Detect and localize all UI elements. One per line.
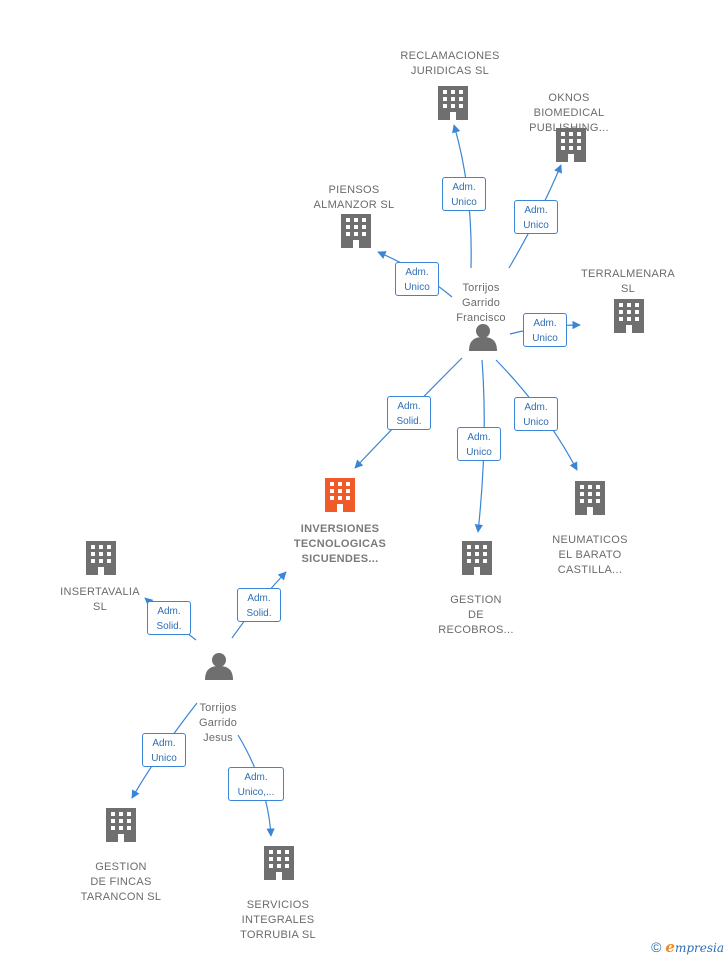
building-icon-insertavalia[interactable] [86, 541, 116, 575]
edge-label-jesus-to-insertavalia[interactable]: Adm. Solid. [147, 601, 191, 635]
person-icon-francisco[interactable] [469, 324, 497, 351]
building-icon-reclamaciones[interactable] [438, 86, 468, 120]
copyright-symbol: © [651, 939, 662, 955]
node-label-servicios[interactable]: SERVICIOS INTEGRALES TORRUBIA SL [240, 899, 316, 941]
building-icon-inversiones[interactable] [325, 478, 355, 512]
footer: ©empresia [651, 938, 724, 956]
node-label-piensos[interactable]: PIENSOS ALMANZOR SL [313, 184, 395, 211]
edge-label-jesus-to-gestion_fincas[interactable]: Adm. Unico [142, 733, 186, 767]
edge-label-francisco-to-inversiones[interactable]: Adm. Solid. [387, 396, 431, 430]
node-label-francisco[interactable]: Torrijos Garrido Francisco [456, 282, 506, 324]
building-icon-neumaticos[interactable] [575, 481, 605, 515]
node-label-reclamaciones[interactable]: RECLAMACIONES JURIDICAS SL [400, 50, 500, 77]
building-icon-terralmenara[interactable] [614, 299, 644, 333]
edge-label-francisco-to-piensos[interactable]: Adm. Unico [395, 262, 439, 296]
node-label-insertavalia[interactable]: INSERTAVALIA SL [60, 586, 140, 613]
node-label-neumaticos[interactable]: NEUMATICOS EL BARATO CASTILLA... [552, 534, 628, 576]
edge-label-francisco-to-neumaticos[interactable]: Adm. Unico [514, 397, 558, 431]
node-label-gestion_recobros[interactable]: GESTION DE RECOBROS... [438, 594, 514, 636]
person-icon-jesus[interactable] [205, 653, 233, 680]
edge-label-francisco-to-oknos[interactable]: Adm. Unico [514, 200, 558, 234]
edge-label-jesus-to-servicios[interactable]: Adm. Unico,... [228, 767, 284, 801]
building-icon-servicios[interactable] [264, 846, 294, 880]
node-label-inversiones[interactable]: INVERSIONES TECNOLOGICAS SICUENDES... [293, 523, 387, 565]
edge-label-jesus-to-inversiones[interactable]: Adm. Solid. [237, 588, 281, 622]
node-label-oknos[interactable]: OKNOS BIOMEDICAL PUBLISHING... [529, 92, 609, 134]
brand-name: mpresia [674, 941, 724, 955]
node-label-gestion_fincas[interactable]: GESTION DE FINCAS TARANCON SL [80, 861, 162, 903]
building-icon-gestion_recobros[interactable] [462, 541, 492, 575]
edge-label-francisco-to-gestion_recobros[interactable]: Adm. Unico [457, 427, 501, 461]
building-icon-gestion_fincas[interactable] [106, 808, 136, 842]
building-icon-piensos[interactable] [341, 214, 371, 248]
brand-initial: e [665, 938, 675, 956]
edge-label-francisco-to-reclamaciones[interactable]: Adm. Unico [442, 177, 486, 211]
node-label-jesus[interactable]: Torrijos Garrido Jesus [198, 702, 238, 744]
brand-logo[interactable]: empresia [665, 938, 724, 956]
node-label-terralmenara[interactable]: TERRALMENARA SL [580, 268, 676, 295]
edge-label-francisco-to-terralmenara[interactable]: Adm. Unico [523, 313, 567, 347]
